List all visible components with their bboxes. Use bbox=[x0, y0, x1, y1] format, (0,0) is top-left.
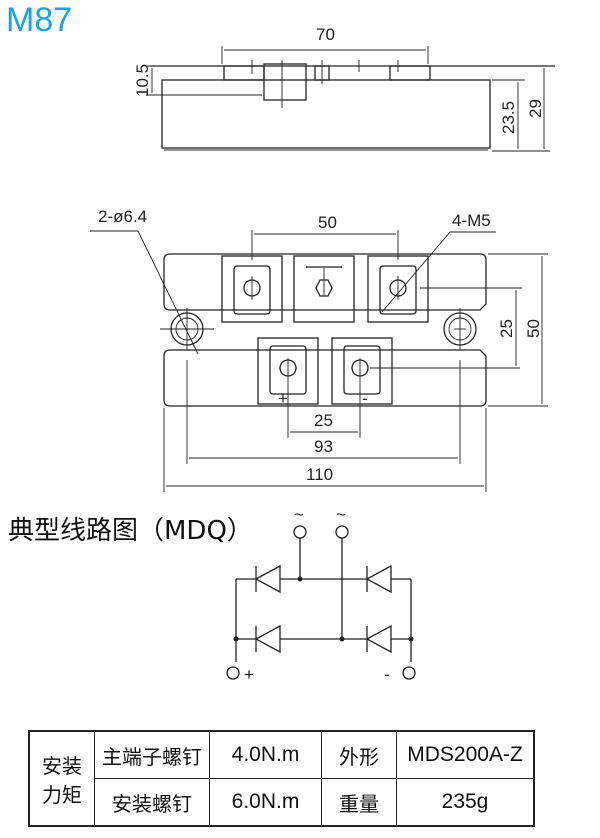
prop-cell: 重量 bbox=[321, 778, 397, 827]
dim-93: 93 bbox=[314, 437, 333, 456]
circuit-title: 典型线路图（MDQ） bbox=[8, 516, 253, 546]
plus-label: + bbox=[244, 665, 254, 684]
item-cell: 安装螺钉 bbox=[94, 778, 210, 827]
value-cell: 6.0N.m bbox=[209, 778, 322, 827]
dim-50-top: 50 bbox=[318, 213, 337, 232]
prop-value-cell: 235g bbox=[396, 778, 535, 827]
item-cell: 主端子螺钉 bbox=[94, 730, 210, 779]
minus-mark: - bbox=[362, 389, 368, 408]
prop-value-cell: MDS200A-Z bbox=[396, 730, 535, 779]
dim-10-5: 10.5 bbox=[133, 64, 152, 97]
dim-70: 70 bbox=[316, 25, 335, 44]
table-row: 安装螺钉 6.0N.m 重量 235g bbox=[29, 778, 535, 827]
dim-50-vertical: 50 bbox=[524, 319, 543, 338]
ac-label-1: ~ bbox=[294, 505, 304, 524]
dim-25-vertical: 25 bbox=[497, 319, 516, 338]
ac-label-2: ~ bbox=[336, 505, 346, 524]
side-view-drawing: 70 10.5 23.5 29 bbox=[133, 25, 555, 152]
dim-110: 110 bbox=[306, 465, 333, 484]
group-label-line1: 安装 bbox=[42, 753, 82, 778]
plus-mark: + bbox=[278, 389, 288, 408]
circuit-diagram: ~ ~ + - bbox=[226, 505, 416, 684]
dim-29: 29 bbox=[526, 99, 545, 118]
screw-label: 4-M5 bbox=[452, 211, 491, 230]
minus-label: - bbox=[384, 665, 390, 684]
dim-23-5: 23.5 bbox=[499, 101, 518, 134]
prop-cell: 外形 bbox=[321, 730, 397, 779]
model-title: M87 bbox=[6, 1, 73, 39]
spec-table: 安装 力矩 主端子螺钉 4.0N.m 外形 MDS200A-Z 安装螺钉 6.0… bbox=[28, 730, 535, 827]
value-cell: 4.0N.m bbox=[209, 730, 322, 779]
dim-25-bottom: 25 bbox=[314, 411, 333, 430]
top-view-drawing: 2-ø6.4 4-M5 50 + - 25 50 25 93 110 bbox=[90, 207, 548, 492]
table-row: 安装 力矩 主端子螺钉 4.0N.m 外形 MDS200A-Z bbox=[28, 730, 535, 827]
group-label-cell: 安装 力矩 bbox=[28, 730, 95, 827]
group-label-line2: 力矩 bbox=[42, 782, 82, 807]
hole-label: 2-ø6.4 bbox=[98, 207, 147, 226]
